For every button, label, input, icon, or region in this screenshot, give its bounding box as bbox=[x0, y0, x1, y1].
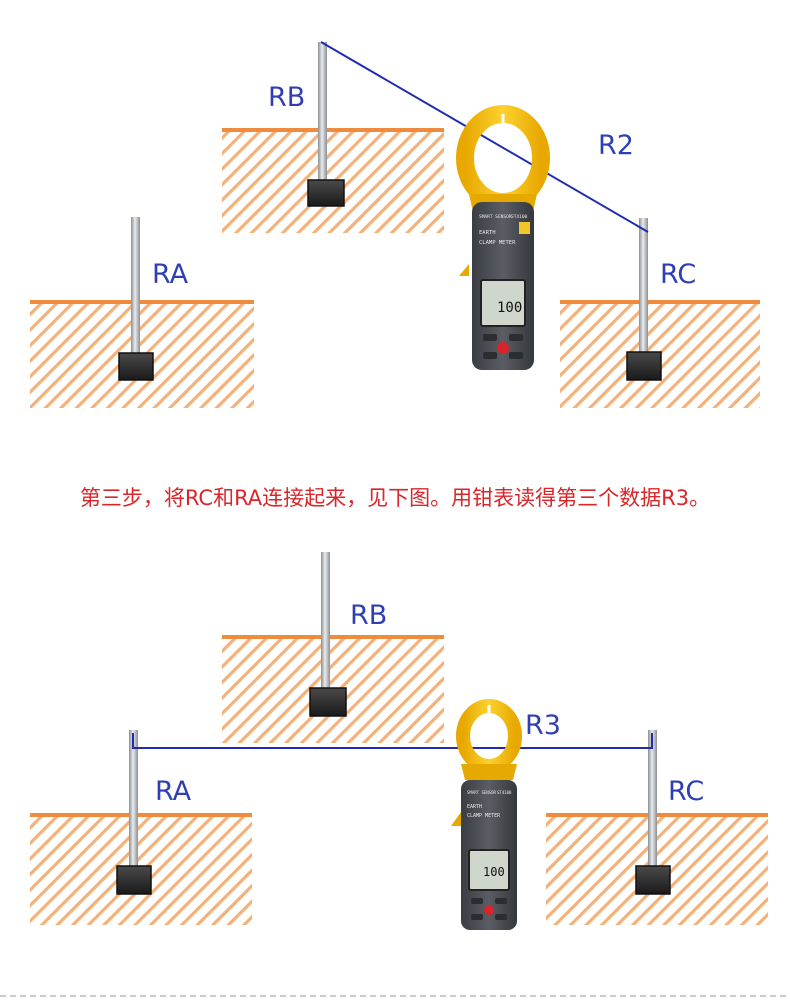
clamp-meter-bottom: SMART SENSOR ST4100 EARTH CLAMP METER 10… bbox=[451, 699, 522, 930]
meter-line2: CLAMP METER bbox=[479, 240, 516, 246]
meter-line1: EARTH bbox=[467, 804, 482, 810]
diagram-step-2: SMART SENSOR ST4100 EARTH CLAMP METER 10… bbox=[30, 41, 760, 408]
wire-rb-rc bbox=[320, 41, 649, 233]
meter-reading: 100 bbox=[497, 300, 522, 316]
label-ra-top: RA bbox=[152, 259, 189, 290]
diagram-step-3: SMART SENSOR ST4100 EARTH CLAMP METER 10… bbox=[30, 552, 768, 930]
label-ra-bottom: RA bbox=[155, 776, 192, 807]
wire-ra-rc bbox=[132, 733, 653, 749]
label-r2: R2 bbox=[598, 130, 634, 161]
label-rc-top: RC bbox=[660, 259, 696, 290]
label-rc-bottom: RC bbox=[668, 776, 704, 807]
electrode-ra-bottom bbox=[116, 730, 152, 895]
meter-line1: EARTH bbox=[479, 230, 496, 236]
step-instruction: 第三步，将RC和RA连接起来，见下图。用钳表读得第三个数据R3。 bbox=[80, 486, 710, 510]
label-rb-bottom: RB bbox=[350, 600, 387, 631]
label-rb-top: RB bbox=[268, 82, 305, 113]
meter-model: ST4100 bbox=[497, 790, 512, 795]
electrode-rb-bottom bbox=[309, 552, 347, 717]
electrode-ra-top bbox=[118, 217, 154, 381]
meter-reading: 100 bbox=[483, 865, 505, 879]
meter-line2: CLAMP METER bbox=[467, 813, 501, 819]
meter-brand: SMART SENSOR bbox=[467, 790, 496, 795]
meter-brand: SMART SENSOR bbox=[479, 214, 512, 220]
clamp-meter-top: SMART SENSOR ST4100 EARTH CLAMP METER 10… bbox=[456, 105, 550, 370]
meter-model: ST4100 bbox=[511, 214, 528, 220]
electrode-rc-top bbox=[626, 218, 662, 381]
electrode-rc-bottom bbox=[635, 730, 671, 895]
label-r3: R3 bbox=[525, 710, 561, 741]
electrode-rb-top bbox=[307, 42, 345, 207]
